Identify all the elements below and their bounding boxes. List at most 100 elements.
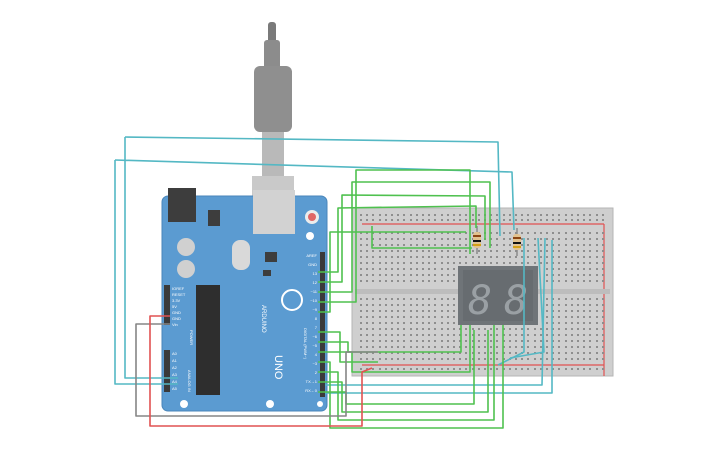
breadboard-hole	[602, 358, 604, 360]
wire-signal[interactable]	[318, 331, 378, 363]
breadboard-hole	[385, 328, 387, 330]
breadboard-hole	[546, 358, 548, 360]
breadboard-hole	[360, 274, 362, 276]
wire-signal[interactable]	[371, 226, 472, 249]
breadboard-hole	[534, 346, 536, 348]
breadboard-hole	[577, 219, 579, 221]
breadboard-hole	[434, 219, 436, 221]
breadboard-hole	[540, 244, 542, 246]
wire-common[interactable]	[114, 159, 515, 231]
wire-common[interactable]	[509, 237, 545, 359]
breadboard-hole	[379, 214, 381, 216]
breadboard-hole	[403, 214, 405, 216]
breadboard-hole	[447, 346, 449, 348]
breadboard-hole	[496, 262, 498, 264]
wire-signal[interactable]	[318, 325, 495, 421]
breadboard-hole	[589, 358, 591, 360]
wire-common[interactable]	[114, 160, 178, 385]
breadboard-hole	[360, 334, 362, 336]
breadboard-hole	[416, 316, 418, 318]
breadboard-hole	[571, 262, 573, 264]
breadboard-hole	[428, 232, 430, 234]
usb-cable[interactable]	[252, 22, 294, 216]
breadboard-hole	[459, 262, 461, 264]
breadboard-hole	[565, 298, 567, 300]
resistor[interactable]	[473, 226, 481, 254]
wire-signal[interactable]	[318, 169, 471, 303]
breadboard-hole	[447, 238, 449, 240]
breadboard-hole	[571, 244, 573, 246]
wire-signal[interactable]	[318, 231, 466, 313]
digital-header-label: DIGITAL (PWM~)	[303, 328, 308, 360]
breadboard-hole	[459, 346, 461, 348]
breadboard-hole	[583, 219, 585, 221]
breadboard-hole	[391, 298, 393, 300]
breadboard-hole	[397, 268, 399, 270]
breadboard-hole	[472, 262, 474, 264]
breadboard-hole	[397, 368, 399, 370]
breadboard-hole	[472, 219, 474, 221]
breadboard-hole	[453, 334, 455, 336]
wire-signal[interactable]	[318, 330, 489, 413]
breadboard-hole	[453, 244, 455, 246]
breadboard-hole	[441, 310, 443, 312]
breadboard-hole	[478, 352, 480, 354]
pin-label: GND	[172, 316, 181, 321]
breadboard-hole	[583, 334, 585, 336]
wire-signal[interactable]	[318, 194, 486, 283]
breadboard-hole	[583, 262, 585, 264]
breadboard-hole	[484, 328, 486, 330]
breadboard-hole	[503, 368, 505, 370]
breadboard-hole	[552, 280, 554, 282]
board-brand-label: ARDUINO	[260, 305, 266, 333]
breadboard-hole	[565, 352, 567, 354]
breadboard-hole	[478, 256, 480, 258]
breadboard-hole	[503, 214, 505, 216]
breadboard-hole	[602, 232, 604, 234]
breadboard-hole	[403, 340, 405, 342]
breadboard-hole	[546, 219, 548, 221]
breadboard-hole	[403, 352, 405, 354]
wire-signal[interactable]	[318, 325, 504, 429]
wire-common[interactable]	[325, 237, 546, 386]
breadboard-hole	[428, 280, 430, 282]
wire-signal[interactable]	[318, 205, 477, 273]
usb-port	[253, 190, 295, 234]
breadboard-hole	[490, 244, 492, 246]
breadboard-hole	[447, 232, 449, 234]
wire-common[interactable]	[497, 238, 525, 366]
breadboard-hole	[589, 268, 591, 270]
breadboard-hole	[397, 219, 399, 221]
wire-ground[interactable]	[135, 323, 378, 417]
breadboard-hole	[385, 316, 387, 318]
breadboard-hole	[565, 214, 567, 216]
breadboard-hole	[540, 340, 542, 342]
wire-signal[interactable]	[318, 181, 491, 293]
breadboard-hole	[472, 352, 474, 354]
breadboard-hole	[459, 340, 461, 342]
breadboard-hole	[521, 250, 523, 252]
wire-power[interactable]	[149, 315, 373, 427]
breadboard-hole	[571, 328, 573, 330]
resistor[interactable]	[513, 228, 521, 256]
breadboard-hole	[366, 244, 368, 246]
breadboard-hole	[403, 334, 405, 336]
breadboard-hole	[441, 346, 443, 348]
breadboard-hole	[385, 256, 387, 258]
wire-common[interactable]	[325, 240, 553, 394]
breadboard-hole	[441, 244, 443, 246]
arduino-uno-board[interactable]: UNO ARDUINO DIGITAL (PWM~) POWER ANALOG …	[161, 188, 328, 412]
wire-common[interactable]	[124, 136, 501, 237]
seven-segment-display[interactable]: 8 8	[458, 266, 538, 325]
breadboard-hole	[558, 310, 560, 312]
breadboard-hole	[447, 268, 449, 270]
breadboard-hole	[527, 368, 529, 370]
breadboard-hole	[521, 358, 523, 360]
wire-common[interactable]	[124, 137, 178, 379]
breadboard-hole	[447, 310, 449, 312]
pin-label: RESET	[172, 292, 186, 297]
breadboard-hole	[596, 340, 598, 342]
breadboard-hole	[447, 316, 449, 318]
breadboard-hole	[397, 328, 399, 330]
breadboard-hole	[521, 244, 523, 246]
